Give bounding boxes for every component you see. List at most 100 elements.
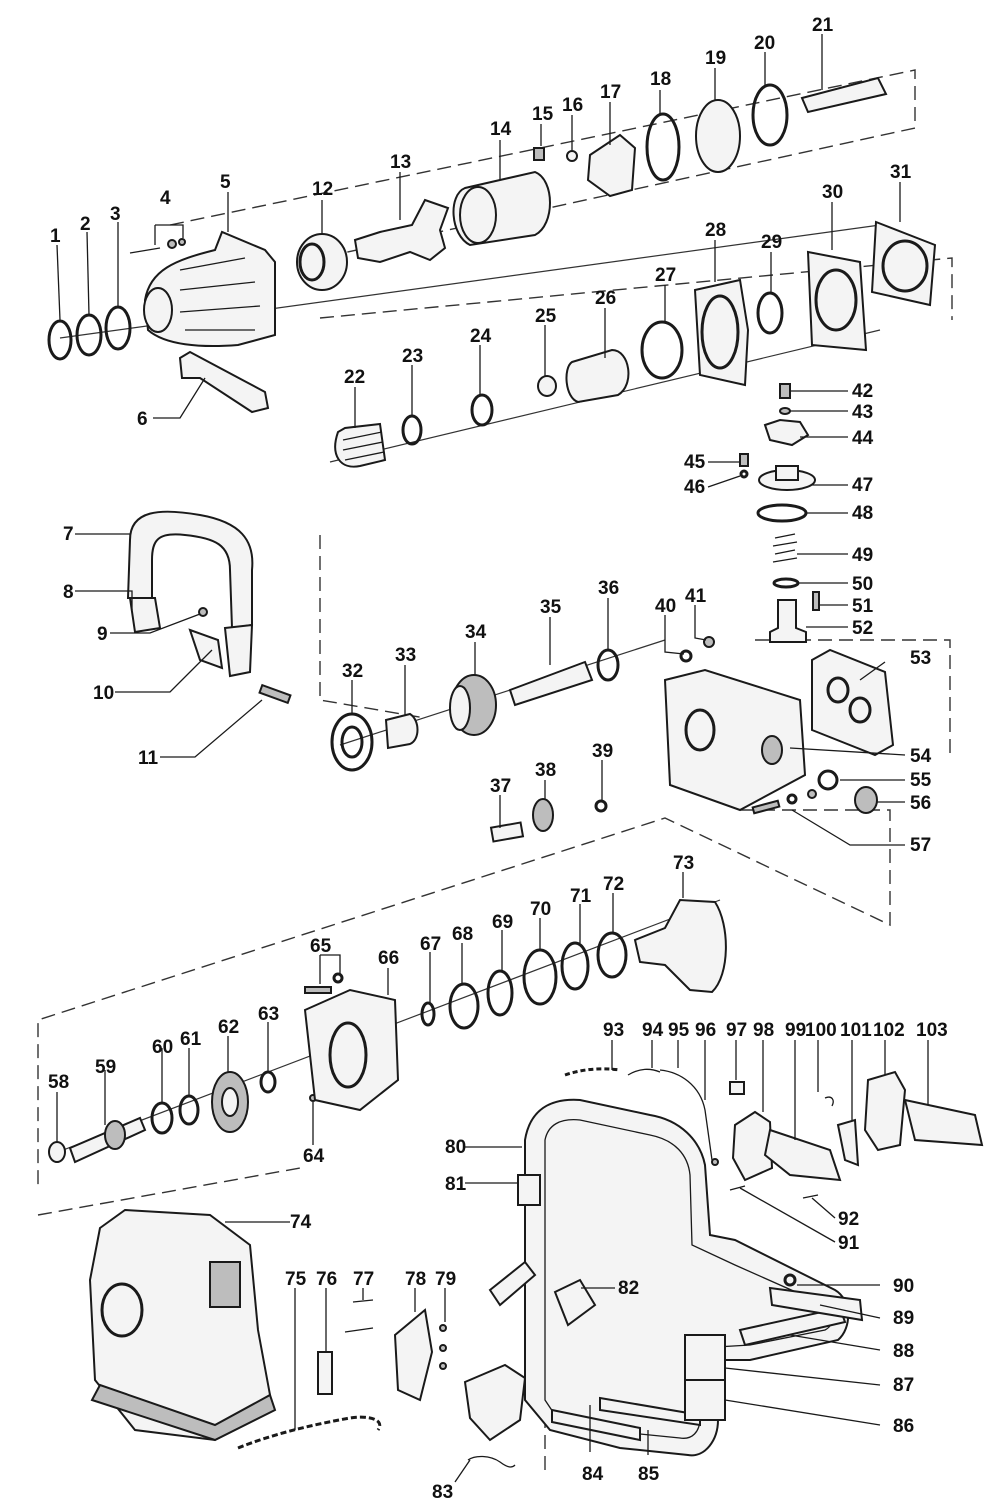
part-44-knob <box>763 418 810 447</box>
part-37-spindle <box>489 821 525 843</box>
part-8-clamp <box>128 597 162 634</box>
callout-5: 5 <box>220 172 231 193</box>
callout-18: 18 <box>650 69 671 90</box>
callout-28: 28 <box>705 220 726 241</box>
callout-89: 89 <box>893 1308 914 1329</box>
part-13-anvil <box>353 198 450 264</box>
part-1-oring <box>47 319 73 361</box>
part-43-washer <box>779 407 791 415</box>
part-22-spring <box>334 422 387 468</box>
part-58-bushing <box>48 1141 66 1163</box>
part-97-switch <box>729 1081 745 1095</box>
callout-93: 93 <box>603 1020 624 1041</box>
part-103-handle-grip <box>903 1098 984 1147</box>
callout-64: 64 <box>303 1146 325 1167</box>
callout-55: 55 <box>910 770 932 791</box>
callout-29: 29 <box>761 232 782 253</box>
part-90-nut <box>783 1273 797 1287</box>
callout-41: 41 <box>685 586 707 607</box>
callout-66: 66 <box>378 948 399 969</box>
callout-35: 35 <box>540 597 562 618</box>
part-76-strap <box>317 1351 333 1395</box>
part-46-washer <box>739 469 749 479</box>
callout-83: 83 <box>432 1482 453 1500</box>
callout-97: 97 <box>726 1020 747 1041</box>
callout-12: 12 <box>312 179 333 200</box>
part-57-bolt <box>751 799 781 815</box>
callout-76: 76 <box>316 1269 337 1290</box>
part-96-terminal <box>711 1158 719 1166</box>
callout-92: 92 <box>838 1209 859 1230</box>
callout-82: 82 <box>618 1278 639 1299</box>
part-33-bushing <box>384 712 419 750</box>
part-4-screw <box>129 247 161 254</box>
part-26-cam <box>565 348 630 404</box>
callout-37: 37 <box>490 776 511 797</box>
part-29-seal <box>756 291 784 335</box>
part-71-circlip <box>560 941 590 991</box>
part-35-splined-shaft <box>508 660 594 707</box>
callout-20: 20 <box>754 33 775 54</box>
callout-67: 67 <box>420 934 441 955</box>
part-67-ring <box>420 1001 436 1027</box>
part-77-bolts <box>352 1299 374 1303</box>
callout-74: 74 <box>290 1212 312 1233</box>
part-102-switch-housing <box>863 1070 907 1152</box>
callout-77: 77 <box>353 1269 374 1290</box>
part-92-screw <box>802 1194 819 1199</box>
part-54-gearbox <box>663 668 807 812</box>
part-11-bolt <box>258 683 292 705</box>
part-63-ring <box>259 1070 277 1094</box>
callout-96: 96 <box>695 1020 716 1041</box>
part-40-washer <box>679 649 693 663</box>
callout-90: 90 <box>893 1276 914 1297</box>
part-83-clip <box>467 1455 516 1468</box>
callout-73: 73 <box>673 853 694 874</box>
part-12-bearing-cap <box>296 233 348 291</box>
callout-43: 43 <box>852 402 873 423</box>
part-91-screw <box>729 1185 746 1191</box>
callout-33: 33 <box>395 645 416 666</box>
callout-101: 101 <box>840 1020 872 1041</box>
part-61-circlip <box>178 1094 200 1126</box>
callout-labels: 1 2 3 4 5 6 7 8 9 10 11 12 13 14 15 16 1… <box>48 15 948 1500</box>
callout-100: 100 <box>805 1020 837 1041</box>
callout-21: 21 <box>812 15 834 36</box>
callout-59: 59 <box>95 1057 116 1078</box>
callout-75: 75 <box>285 1269 307 1290</box>
callout-40: 40 <box>655 596 676 617</box>
part-36-bearing <box>596 648 620 682</box>
callout-42: 42 <box>852 381 873 402</box>
callout-80: 80 <box>445 1137 466 1158</box>
part-38-pinion <box>532 798 554 832</box>
callout-30: 30 <box>822 182 843 203</box>
part-45-screw <box>739 453 749 467</box>
callout-32: 32 <box>342 661 363 682</box>
part-19-sleeve <box>695 99 741 173</box>
callout-53: 53 <box>910 648 931 669</box>
callout-13: 13 <box>390 152 411 173</box>
part-25-washer <box>537 375 557 397</box>
part-17-hammer <box>586 133 637 198</box>
part-52-valve-stem <box>769 599 807 643</box>
part-95-cable <box>659 1069 713 1161</box>
callout-61: 61 <box>180 1029 202 1050</box>
part-70-bearing <box>522 948 558 1006</box>
callout-17: 17 <box>600 82 621 103</box>
callout-26: 26 <box>595 288 616 309</box>
frame-assembly <box>488 1067 984 1457</box>
gear-train <box>330 636 895 843</box>
callout-91: 91 <box>838 1233 860 1254</box>
callout-103: 103 <box>916 1020 948 1041</box>
callout-63: 63 <box>258 1004 279 1025</box>
callout-86: 86 <box>893 1416 914 1437</box>
callout-51: 51 <box>852 596 874 617</box>
callout-6: 6 <box>137 409 148 430</box>
callout-8: 8 <box>63 582 74 603</box>
valve-stack <box>739 383 820 643</box>
callout-47: 47 <box>852 475 873 496</box>
callout-3: 3 <box>110 204 121 225</box>
callout-48: 48 <box>852 503 873 524</box>
